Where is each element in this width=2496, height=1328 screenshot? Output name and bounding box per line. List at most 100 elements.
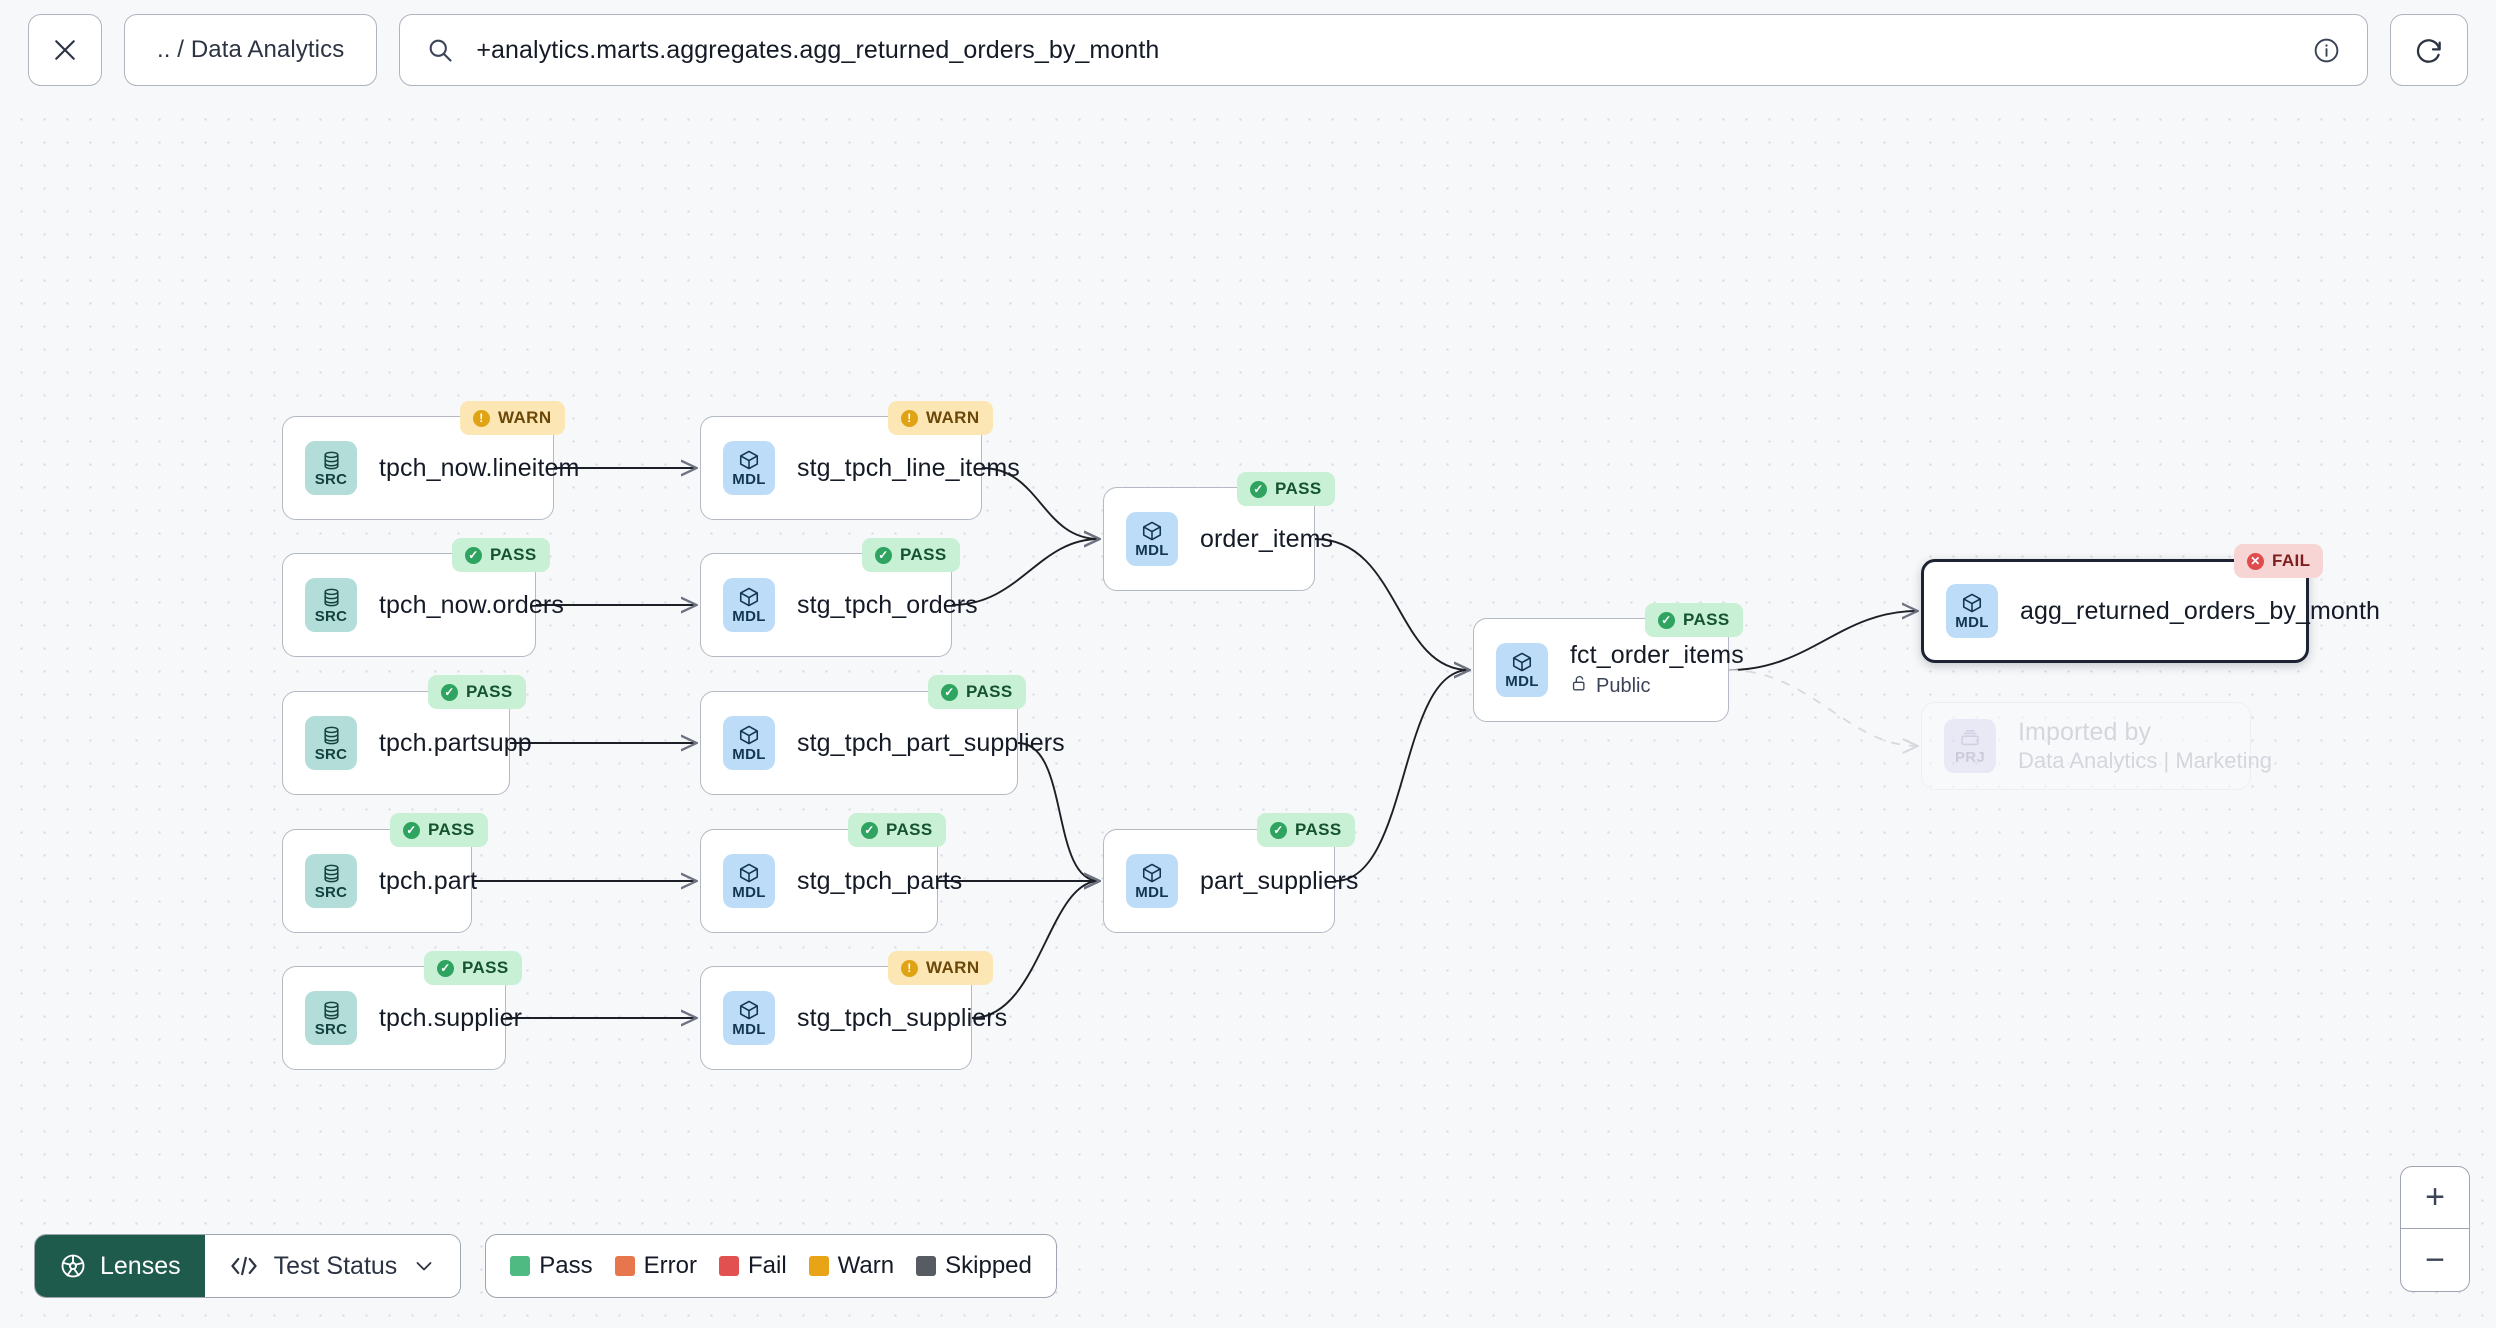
refresh-button[interactable] [2390, 14, 2468, 86]
node-title: stg_tpch_line_items [797, 453, 1020, 482]
legend-label: Warn [837, 1252, 895, 1279]
node-title: stg_tpch_orders [797, 590, 978, 619]
zoom-controls: + − [2400, 1166, 2470, 1292]
legend-item-pass[interactable]: Pass [510, 1252, 593, 1280]
search-icon [426, 36, 454, 64]
node-title: tpch.supplier [379, 1003, 523, 1032]
legend-item-warn[interactable]: Warn [808, 1252, 895, 1280]
legend-label: Fail [748, 1252, 787, 1279]
test-status-label: Test Status [273, 1251, 398, 1280]
status-dot-icon: ✕ [2247, 552, 2264, 570]
status-badge-src_part[interactable]: ✓PASS [390, 813, 488, 847]
top-bar: .. / Data Analytics +analytics.marts.agg… [0, 0, 2496, 100]
legend-swatch-icon [808, 1256, 829, 1276]
mdl-type-icon: MDL [723, 441, 775, 495]
status-dot-icon: ! [901, 959, 918, 977]
prj-type-icon: PRJ [1944, 719, 1996, 773]
lenses-button[interactable]: Lenses [35, 1235, 205, 1297]
search-bar[interactable]: +analytics.marts.aggregates.agg_returned… [399, 14, 2368, 86]
status-badge-label: WARN [926, 958, 980, 977]
status-dot-icon: ✓ [861, 821, 878, 839]
mdl-type-icon: MDL [723, 578, 775, 632]
status-badge-label: PASS [466, 682, 513, 701]
node-text: agg_returned_orders_by_month [2020, 597, 2404, 626]
status-badge-stg_line[interactable]: !WARN [888, 401, 993, 435]
node-text: stg_tpch_suppliers [797, 1004, 1031, 1033]
status-badge-src_supplier[interactable]: ✓PASS [424, 951, 522, 985]
close-button[interactable] [28, 14, 102, 86]
node-title: tpch.part [379, 866, 478, 895]
status-dot-icon: ✓ [465, 546, 482, 564]
node-title: stg_tpch_parts [797, 866, 963, 895]
breadcrumb[interactable]: .. / Data Analytics [124, 14, 378, 86]
status-dot-icon: ! [473, 409, 490, 427]
lenses-label: Lenses [100, 1251, 181, 1280]
chevron-down-icon [412, 1254, 436, 1278]
mdl-type-icon: MDL [723, 716, 775, 770]
node-title: fct_order_items [1570, 641, 1744, 670]
status-badge-fct_order[interactable]: ✓PASS [1645, 603, 1743, 637]
status-dot-icon: ✓ [941, 683, 958, 701]
status-badge-label: PASS [966, 682, 1013, 701]
node-title: tpch.partsupp [379, 728, 532, 757]
status-badge-label: PASS [886, 820, 933, 839]
node-subtitle: Data Analytics | Marketing [2018, 748, 2272, 774]
graph-node-src_orders[interactable]: SRC tpch_now.orders [282, 553, 564, 657]
node-text: order_items [1200, 525, 1357, 554]
status-badge-stg_partsup[interactable]: ✓ PASS [928, 675, 1026, 709]
node-title: Imported by [2018, 717, 2152, 746]
refresh-icon [2413, 34, 2445, 66]
node-subtitle-label: Data Analytics | Marketing [2018, 748, 2272, 774]
zoom-in-button[interactable]: + [2401, 1167, 2469, 1229]
mdl-type-icon: MDL [1496, 643, 1548, 697]
mdl-type-icon: MDL [723, 854, 775, 908]
legend-label: Pass [539, 1252, 593, 1279]
status-badge-label: PASS [490, 545, 537, 564]
status-badge-src_partsupp[interactable]: ✓PASS [428, 675, 526, 709]
status-badge-label: WARN [498, 408, 552, 427]
status-badge-agg_returned[interactable]: ✕FAIL [2234, 544, 2324, 578]
search-input[interactable]: +analytics.marts.aggregates.agg_returned… [476, 35, 1160, 64]
node-text: tpch.partsupp [379, 729, 556, 758]
legend-item-skipped[interactable]: Skipped [916, 1252, 1032, 1280]
status-badge-label: WARN [926, 408, 980, 427]
lenses-group: Lenses Test Status [34, 1234, 462, 1298]
graph-node-stg_parts[interactable]: MDL stg_tpch_parts [700, 829, 962, 933]
node-text: stg_tpch_orders [797, 591, 1002, 620]
legend-item-error[interactable]: Error [614, 1252, 697, 1280]
legend-item-fail[interactable]: Fail [719, 1252, 787, 1280]
close-icon [50, 35, 80, 65]
status-dot-icon: ✓ [403, 821, 420, 839]
status-dot-icon: ✓ [1658, 611, 1675, 629]
info-icon[interactable] [2312, 36, 2341, 65]
status-badge-src_orders[interactable]: ✓ PASS [452, 538, 550, 572]
legend-swatch-icon [614, 1256, 635, 1276]
mdl-type-icon: MDL [723, 991, 775, 1045]
legend-label: Skipped [945, 1252, 1032, 1279]
test-status-dropdown[interactable]: Test Status [204, 1235, 461, 1297]
node-title: tpch_now.orders [379, 590, 564, 619]
status-badge-order_items[interactable]: ✓PASS [1237, 472, 1335, 506]
mdl-type-icon: MDL [1126, 854, 1178, 908]
status-badge-stg_parts[interactable]: ✓ PASS [848, 813, 946, 847]
legend-swatch-icon [916, 1256, 937, 1276]
status-badge-label: PASS [462, 958, 509, 977]
status-badge-stg_orders[interactable]: ✓PASS [862, 538, 960, 572]
code-icon [229, 1254, 259, 1278]
src-type-icon: SRC [305, 854, 357, 908]
mdl-type-icon: MDL [1126, 512, 1178, 566]
status-badge-part_suppliers[interactable]: ✓PASS [1257, 813, 1355, 847]
mdl-type-icon: MDL [1946, 584, 1998, 638]
src-type-icon: SRC [305, 578, 357, 632]
status-badge-src_lineitem[interactable]: ! WARN [460, 401, 565, 435]
node-text: stg_tpch_part_suppliers [797, 729, 1089, 758]
zoom-out-button[interactable]: − [2425, 1240, 2445, 1279]
src-type-icon: SRC [305, 991, 357, 1045]
status-badge-stg_suppliers[interactable]: ! WARN [888, 951, 993, 985]
unlock-icon [1570, 674, 1589, 699]
aperture-icon [59, 1252, 87, 1280]
